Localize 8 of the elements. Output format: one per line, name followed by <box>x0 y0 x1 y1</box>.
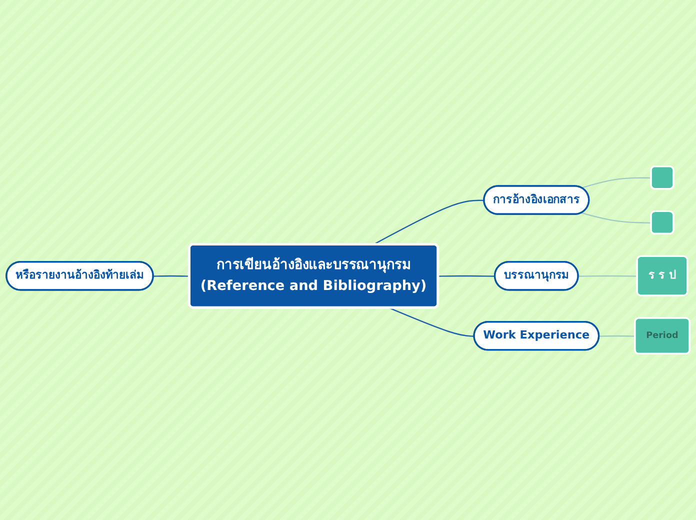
connector <box>373 200 484 246</box>
connector <box>153 275 190 277</box>
connector <box>581 212 652 224</box>
connector <box>388 307 474 337</box>
connector <box>578 275 638 277</box>
connector <box>438 275 496 277</box>
connector <box>581 177 652 188</box>
connector <box>599 335 636 337</box>
